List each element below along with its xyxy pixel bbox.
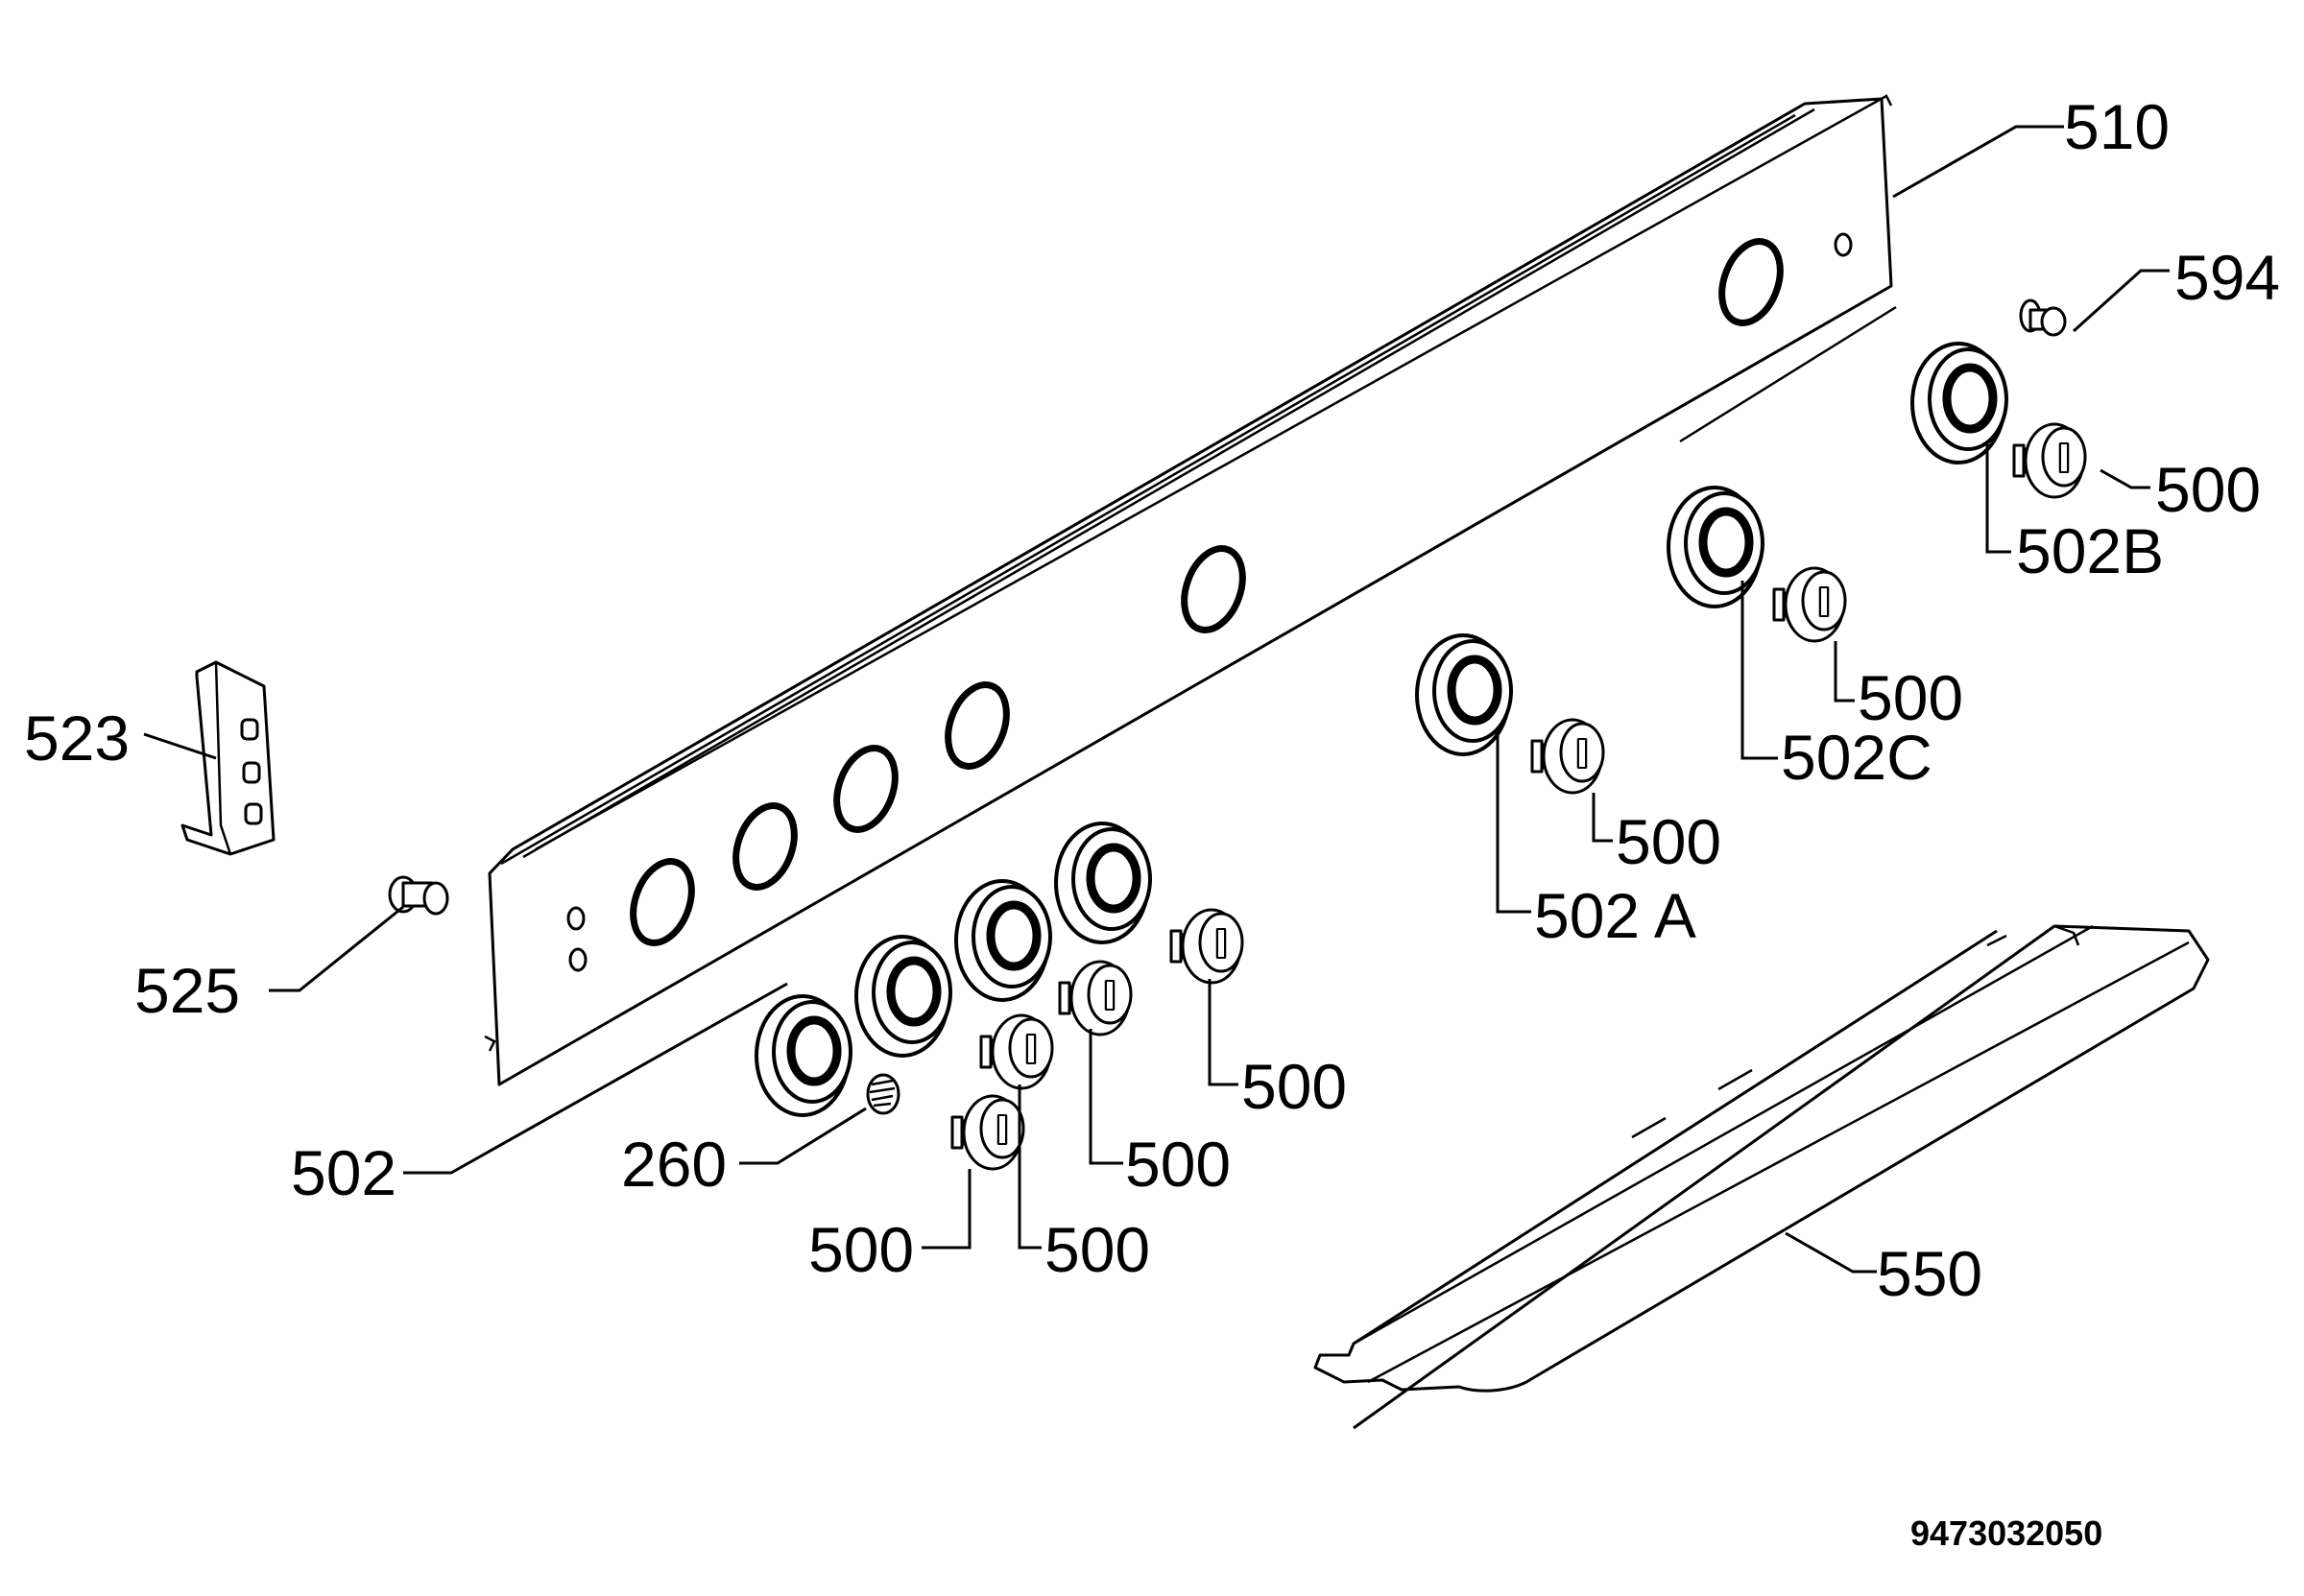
spring-260 [866, 1073, 900, 1115]
callout-500: 500 [1125, 1129, 1231, 1200]
control-knob [1772, 566, 1847, 643]
panel-hole [732, 802, 798, 891]
callout-500: 500 [1044, 1214, 1150, 1285]
knob-ring-502b [1912, 344, 2006, 463]
control-panel-510 [484, 94, 1897, 1086]
callout-500: 500 [1858, 662, 1963, 733]
control-knob [1530, 718, 1605, 795]
callout-502: 502 [291, 1137, 396, 1208]
bush-525 [388, 875, 449, 916]
leader-lines [143, 125, 2170, 1274]
callout-500: 500 [808, 1214, 914, 1285]
bracket-clip-523 [180, 660, 276, 856]
callout-550: 550 [1877, 1238, 1982, 1309]
callout-500: 500 [1616, 806, 1721, 877]
bottom-strip-550 [1313, 924, 2210, 1430]
panel-small-hole [566, 906, 586, 931]
panel-hole [945, 681, 1010, 770]
callout-labels: 510 594 500 502B 500 502C 500 502 A 523 … [24, 91, 2280, 1553]
document-number: 9473032050 [1910, 1513, 2102, 1553]
callout-510: 510 [2064, 91, 2170, 162]
knob-ring-502c [1668, 488, 1763, 607]
control-knob [1058, 960, 1133, 1036]
knob-ring [756, 996, 851, 1115]
callout-594: 594 [2174, 242, 2280, 313]
panel-small-hole [1834, 232, 1853, 257]
callout-500: 500 [2155, 454, 2261, 525]
callout-523: 523 [24, 703, 130, 774]
callout-525: 525 [134, 955, 240, 1026]
callout-502a: 502 A [1534, 880, 1696, 951]
control-knob [1169, 908, 1244, 985]
panel-hole [630, 858, 695, 946]
panel-small-hole [568, 947, 588, 972]
callout-502b: 502B [2016, 515, 2164, 586]
panel-hole [1718, 238, 1784, 326]
bush-594 [2019, 298, 2067, 337]
control-knob [2012, 422, 2087, 499]
callout-260: 260 [621, 1129, 727, 1200]
knob-ring [956, 881, 1050, 1000]
panel-hole [1181, 545, 1246, 633]
knob-ring [1056, 823, 1150, 942]
knob-ring [856, 937, 950, 1056]
callout-502c: 502C [1781, 722, 1932, 793]
panel-hole [833, 745, 899, 833]
control-knob [950, 1094, 1025, 1171]
callout-500: 500 [1241, 1051, 1347, 1122]
control-knob [979, 1013, 1054, 1090]
